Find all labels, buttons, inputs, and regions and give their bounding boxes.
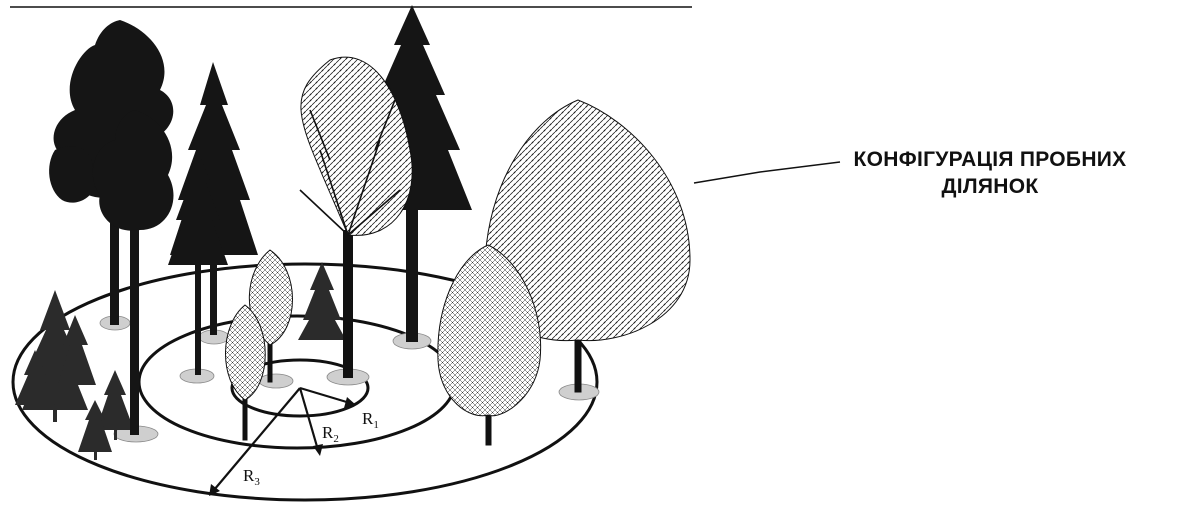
radius-label-r3: R3 [243, 466, 260, 488]
caption-line-2: ДІЛЯНОК [790, 173, 1187, 200]
radius-label-r1: R1 [362, 409, 379, 431]
radius-arrow-r1 [300, 388, 356, 408]
caption-line-1: КОНФІГУРАЦІЯ ПРОБНИХ [790, 146, 1187, 173]
diagram-caption: КОНФІГУРАЦІЯ ПРОБНИХ ДІЛЯНОК [790, 146, 1187, 200]
radius-arrow-r2 [300, 388, 323, 456]
small-spruce-center [298, 262, 346, 340]
radius-label-r2: R2 [322, 423, 339, 445]
